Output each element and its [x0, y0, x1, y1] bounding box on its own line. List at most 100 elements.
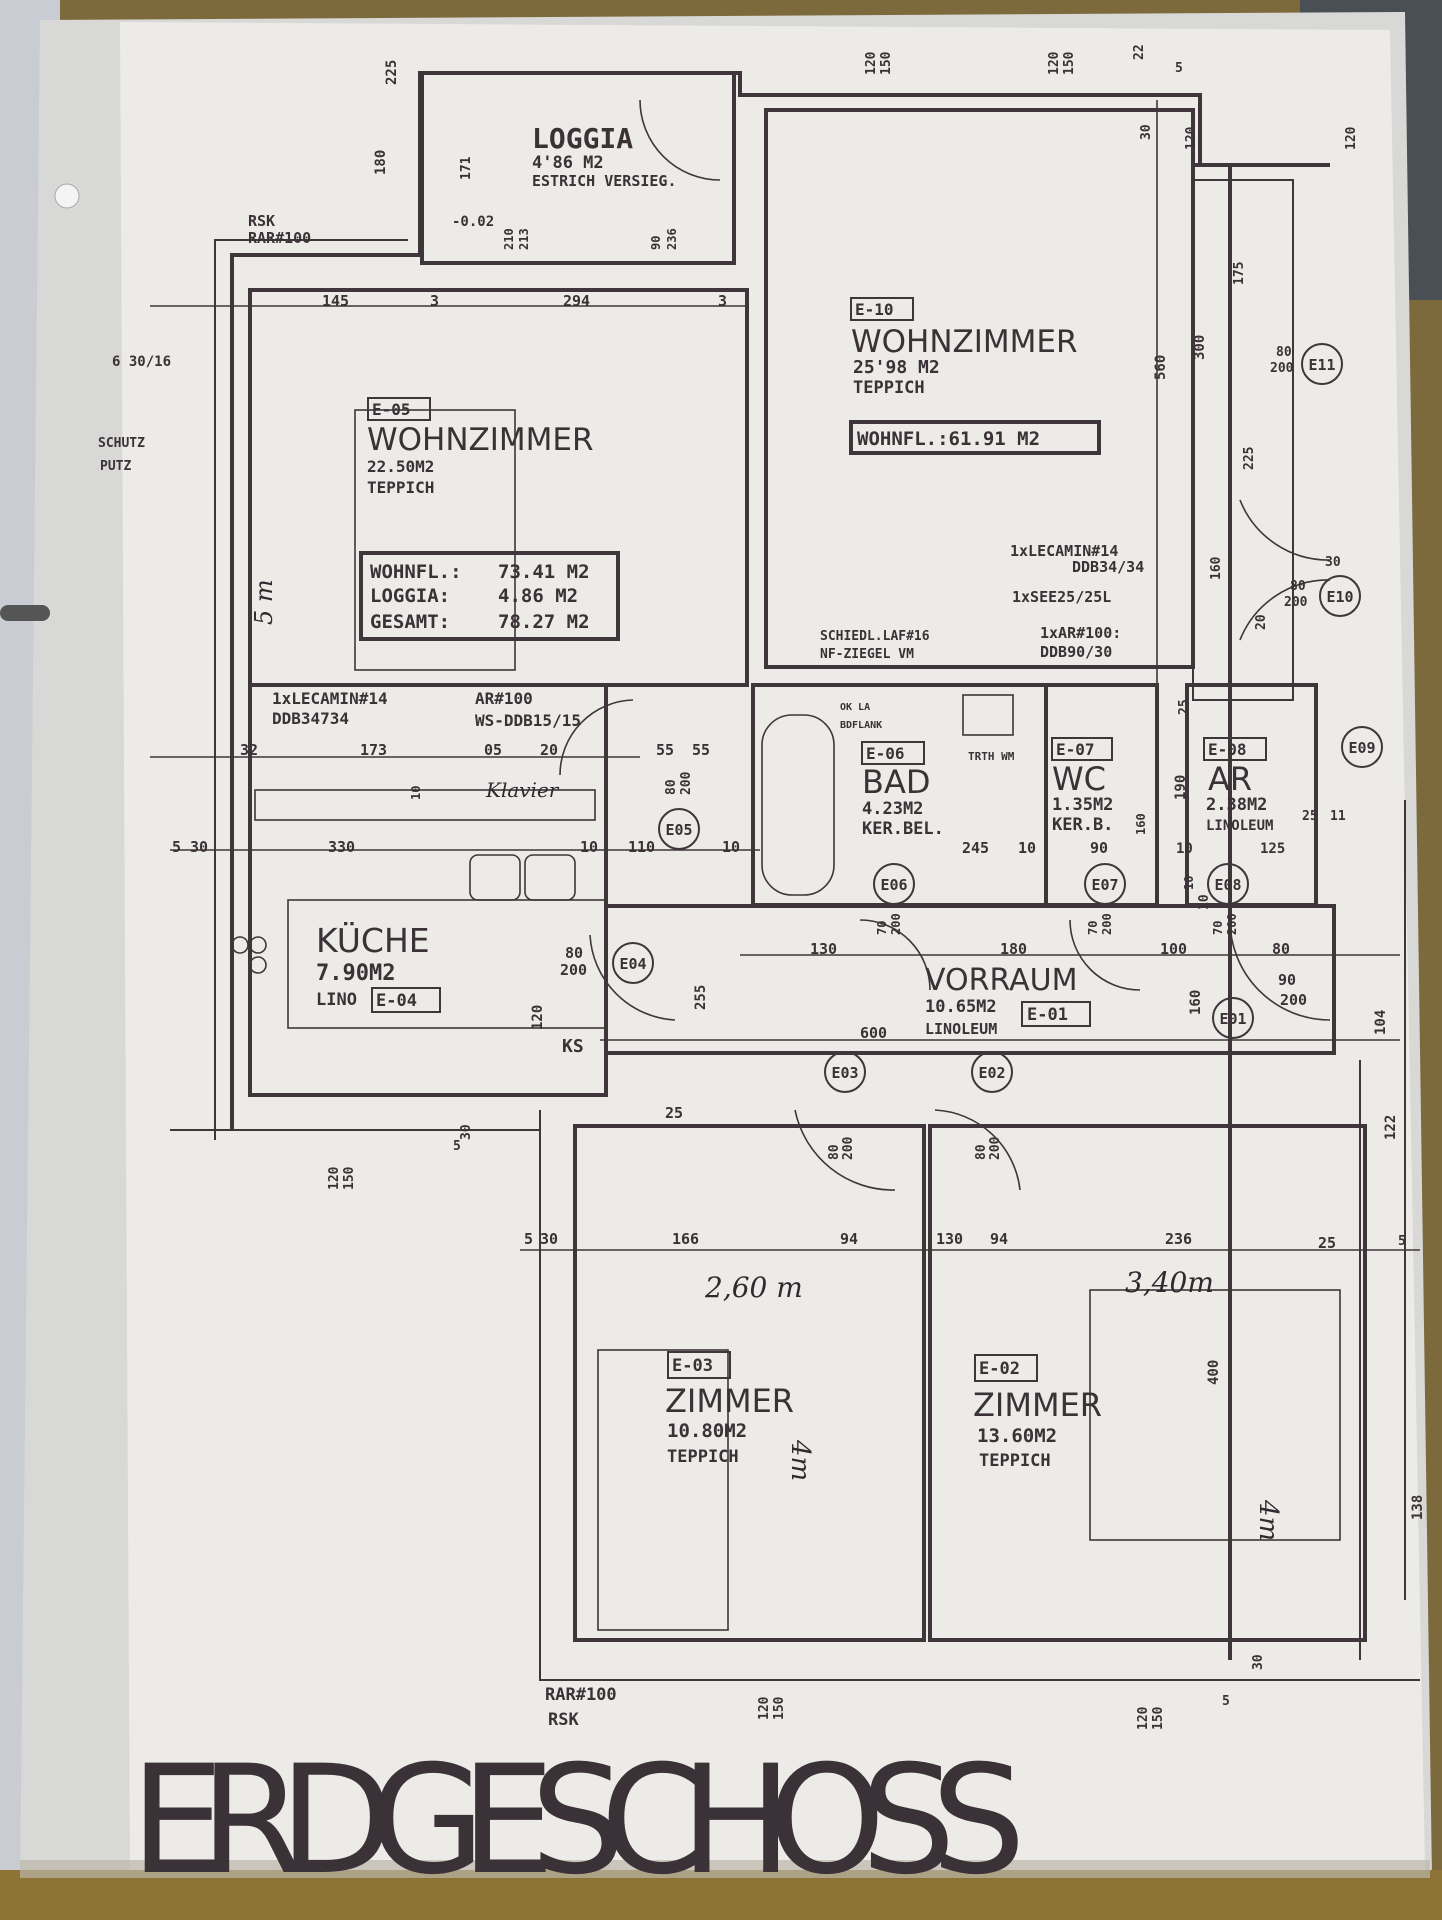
svg-text:TRTH WM: TRTH WM — [968, 750, 1015, 763]
door-marker-e07: E07 — [1084, 863, 1126, 905]
svg-text:200: 200 — [1225, 913, 1239, 935]
svg-text:5: 5 — [1222, 1694, 1230, 1709]
svg-text:DDB90/30: DDB90/30 — [1040, 643, 1112, 661]
svg-text:10: 10 — [1182, 876, 1196, 890]
svg-text:100: 100 — [1160, 940, 1187, 958]
svg-text:E-06: E-06 — [866, 744, 905, 763]
svg-text:80: 80 — [1276, 345, 1292, 360]
svg-text:225: 225 — [384, 60, 400, 85]
svg-text:5: 5 — [172, 838, 181, 856]
svg-text:LINOLEUM: LINOLEUM — [1206, 818, 1273, 834]
svg-text:200: 200 — [1280, 991, 1307, 1009]
svg-text:25: 25 — [1302, 809, 1318, 824]
svg-text:OK LA: OK LA — [840, 702, 870, 713]
svg-text:GESAMT:: GESAMT: — [370, 611, 450, 633]
table-bottom — [0, 1870, 1442, 1920]
svg-text:2,60 m: 2,60 m — [704, 1271, 803, 1304]
svg-text:236: 236 — [665, 228, 679, 250]
svg-text:55: 55 — [692, 741, 710, 759]
svg-text:E-02: E-02 — [979, 1359, 1020, 1379]
svg-text:DDB34/34: DDB34/34 — [1072, 558, 1144, 576]
svg-text:LOGGIA:: LOGGIA: — [370, 585, 450, 607]
door-marker-e06: E06 — [873, 863, 915, 905]
svg-text:E11: E11 — [1308, 356, 1335, 374]
svg-text:30: 30 — [459, 1124, 474, 1140]
svg-text:10: 10 — [409, 786, 423, 800]
svg-text:80: 80 — [664, 779, 679, 795]
svg-text:94: 94 — [990, 1230, 1008, 1248]
svg-text:SCHIEDL.LAF#16: SCHIEDL.LAF#16 — [820, 629, 930, 644]
svg-text:WOHNFL.:: WOHNFL.: — [370, 561, 462, 583]
svg-text:138: 138 — [1410, 1495, 1426, 1520]
svg-text:TEPPICH: TEPPICH — [979, 1451, 1051, 1471]
svg-text:160: 160 — [1134, 813, 1148, 835]
svg-text:145: 145 — [322, 292, 349, 310]
svg-text:30: 30 — [1139, 124, 1154, 140]
svg-text:200: 200 — [1270, 361, 1294, 376]
svg-text:10: 10 — [580, 838, 598, 856]
svg-text:BDFLANK: BDFLANK — [840, 720, 882, 731]
svg-text:175: 175 — [1232, 262, 1247, 285]
svg-text:4m: 4m — [1253, 1499, 1283, 1541]
svg-text:DDB34734: DDB34734 — [272, 709, 349, 728]
door-marker-e05: E05 — [658, 808, 700, 850]
svg-text:Klavier: Klavier — [485, 778, 560, 802]
svg-text:5: 5 — [1398, 1234, 1406, 1249]
svg-text:166: 166 — [672, 1230, 699, 1248]
svg-text:AR: AR — [1208, 760, 1252, 798]
svg-text:70: 70 — [875, 921, 889, 935]
svg-text:25: 25 — [1177, 699, 1192, 715]
svg-text:ZIMMER: ZIMMER — [973, 1386, 1102, 1424]
room-kueche: KÜCHE 7.90M2 LINO E-04 — [316, 920, 441, 1013]
svg-text:KÜCHE: KÜCHE — [316, 920, 430, 960]
svg-text:AR#100: AR#100 — [475, 689, 533, 708]
svg-text:1xAR#100:: 1xAR#100: — [1040, 624, 1121, 642]
svg-text:RAR#100: RAR#100 — [248, 229, 311, 247]
svg-text:10: 10 — [1176, 841, 1193, 857]
svg-text:13.60M2: 13.60M2 — [977, 1425, 1057, 1447]
annotations: RSK RAR#100 RAR#100 RSK 1xLECAMIN#14 DDB… — [98, 212, 1144, 1730]
svg-text:10: 10 — [1018, 839, 1036, 857]
binder-ring — [0, 605, 50, 621]
room-wohnzimmer-e05: E-05 WOHNZIMMER 22.50M2 TEPPICH — [367, 397, 594, 497]
svg-text:1xLECAMIN#14: 1xLECAMIN#14 — [272, 689, 388, 708]
door-marker-e10: E10 — [1319, 575, 1361, 617]
svg-text:200: 200 — [1284, 595, 1308, 610]
svg-text:130: 130 — [936, 1230, 963, 1248]
room-ar: E-08 AR 2.38M2 LINOLEUM — [1203, 737, 1273, 834]
svg-text:200: 200 — [560, 961, 587, 979]
svg-text:122: 122 — [1383, 1115, 1399, 1140]
svg-text:180: 180 — [373, 150, 389, 175]
svg-text:300: 300 — [1192, 335, 1208, 360]
svg-text:RAR#100: RAR#100 — [545, 1685, 617, 1705]
svg-text:KS: KS — [562, 1036, 584, 1057]
summary-box: WOHNFL.: 73.41 M2 LOGGIA: 4.86 M2 GESAMT… — [359, 551, 620, 641]
svg-text:WOHNZIMMER: WOHNZIMMER — [367, 422, 594, 458]
svg-text:WOHNZIMMER: WOHNZIMMER — [851, 324, 1078, 360]
svg-text:236: 236 — [1165, 1230, 1192, 1248]
svg-text:10: 10 — [1197, 894, 1212, 910]
svg-text:10.80M2: 10.80M2 — [667, 1420, 747, 1442]
svg-text:150: 150 — [879, 51, 894, 75]
svg-text:150: 150 — [342, 1166, 357, 1190]
svg-text:E-08: E-08 — [1208, 740, 1247, 759]
svg-text:4m: 4m — [785, 1439, 815, 1481]
svg-text:150: 150 — [1151, 1706, 1166, 1730]
svg-text:WS-DDB15/15: WS-DDB15/15 — [475, 711, 581, 730]
svg-text:130: 130 — [810, 940, 837, 958]
svg-text:WOHNFL.:61.91 M2: WOHNFL.:61.91 M2 — [857, 428, 1040, 450]
svg-text:80: 80 — [565, 944, 583, 962]
svg-text:110: 110 — [628, 838, 655, 856]
svg-text:LOGGIA: LOGGIA — [532, 122, 633, 155]
svg-text:7.90M2: 7.90M2 — [316, 961, 395, 986]
svg-text:120: 120 — [1047, 51, 1062, 75]
svg-text:TEPPICH: TEPPICH — [853, 378, 925, 398]
svg-text:30: 30 — [1251, 1654, 1266, 1670]
svg-text:E-10: E-10 — [855, 300, 894, 319]
svg-text:25: 25 — [1318, 1234, 1336, 1252]
svg-text:3: 3 — [430, 292, 439, 310]
svg-text:200: 200 — [1100, 913, 1114, 935]
svg-text:160: 160 — [1188, 990, 1204, 1015]
